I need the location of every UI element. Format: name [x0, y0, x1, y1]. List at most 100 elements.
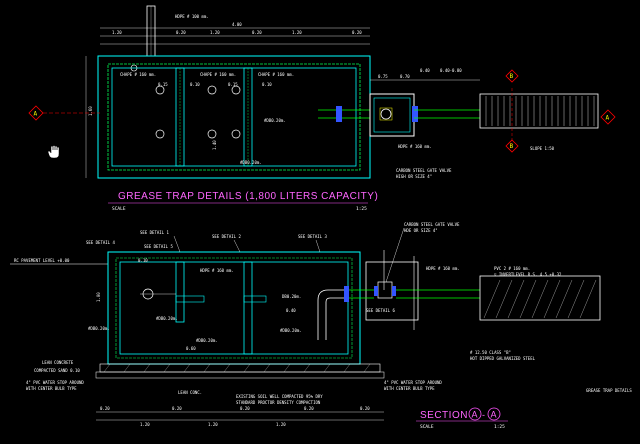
section-proctor: STANDARD PROCTOR DENSITY COMPACTION: [236, 400, 321, 405]
section-drain-hatch: [483, 279, 597, 319]
section-invert: ▽ INVERTLEVEL R.S. 4.5 +0.32: [494, 272, 562, 277]
section-title-marker-a1: A: [468, 407, 482, 421]
section-valve-chamber: [365, 261, 419, 321]
section-dim-bottom-2: 0.20: [240, 406, 250, 411]
section-title: SECTION: [420, 410, 468, 421]
section-tank-outer: [107, 251, 361, 365]
plan-right-dim-3: 0.40-0.80: [440, 68, 462, 73]
section-outlet-elbow: [317, 289, 348, 340]
plan-tank-inner-wall: [111, 67, 357, 167]
section-val-d: 1.00: [96, 292, 101, 302]
plan-pipe-circle: [155, 129, 165, 139]
section-marker-b-top[interactable]: B: [505, 69, 519, 83]
plan-pipe-circle: [130, 64, 138, 72]
plan-lvl-c: 0.15: [228, 82, 238, 87]
section-val-a: 0.10: [138, 258, 148, 263]
section-detail-5: SEE DETAIL 5: [144, 244, 173, 249]
section-baffle-1: [175, 261, 185, 323]
svg-text:A: A: [606, 115, 610, 122]
plan-tank-rebar: [107, 63, 361, 171]
section-title-marker-a2: A: [487, 407, 501, 421]
section-detail-2: SEE DETAIL 2: [212, 234, 241, 239]
section-dim-b2-0: 1.20: [140, 422, 150, 427]
section-galvanized: HOT DIPPED GALVANIZED STEEL: [470, 356, 536, 361]
section-rc-pavement: RC PAVEMENT LEVEL +0.00: [14, 258, 70, 263]
section-pvc-waterstop-a: 4" PVC WATER STOP AROUND: [26, 380, 84, 385]
section-lean-concrete: [99, 363, 381, 373]
section-rebar-4: #DB0.20m.: [280, 328, 302, 333]
plan-rebar-a: #DB0.20m.: [264, 118, 286, 123]
plan-height: 1.60: [88, 106, 93, 116]
section-detail-4: SEE DETAIL 4: [86, 240, 115, 245]
svg-text:B: B: [510, 143, 514, 150]
plan-lvl-a: 0.15: [158, 82, 168, 87]
section-detail-3: SEE DETAIL 3: [298, 234, 327, 239]
section-scale-value: 1:25: [494, 424, 505, 430]
plan-dim-top-2: 1.20: [210, 30, 220, 35]
plan-right-dim-0: 0.75: [378, 74, 388, 79]
plan-view: HDPE # 100 mm. 4.00 1.20 0.20 1.20 0.20 …: [28, 5, 616, 212]
section-drain-trench: [479, 275, 601, 321]
plan-pipe-circle: [207, 85, 217, 95]
plan-inner-c: CHAPE # 160 mm.: [258, 72, 294, 77]
plan-dim-top-4: 1.20: [292, 30, 302, 35]
section-compacted-sand: COMPACTED SAND 0.10: [34, 368, 80, 373]
plan-inner-b: CHAPE # 160 mm.: [200, 72, 236, 77]
section-db: DB0.20m.: [282, 294, 301, 299]
section-rebar-2: #DB0.20m.: [156, 316, 178, 321]
section-hdpe-b: HDPE # 160 mm.: [426, 266, 460, 271]
section-tank-inner: [119, 261, 349, 355]
svg-text:-: -: [482, 410, 486, 420]
section-rebar-3: #DB0.20m.: [196, 338, 218, 343]
plan-overall-width: 4.00: [232, 22, 242, 27]
section-caption-right: GREASE TRAP DETAILS: [586, 388, 632, 393]
plan-lvl-b: 0.10: [190, 82, 200, 87]
section-val-c: 0.60: [186, 346, 196, 351]
section-dim-bottom-0: 0.20: [100, 406, 110, 411]
section-baffle-2: [243, 261, 253, 355]
svg-text:A: A: [34, 111, 38, 118]
plan-dim-top-5: 0.20: [352, 30, 362, 35]
section-view: RC PAVEMENT LEVEL +0.00: [10, 222, 632, 430]
section-conc: LEAN CONC.: [178, 390, 202, 395]
plan-dim-top-3: 0.20: [252, 30, 262, 35]
gate-valve-icon: [380, 108, 392, 120]
section-existing-soil: EXISTING SOIL WELL COMPACTED 95% DRY: [236, 394, 323, 399]
gate-valve-icon: [377, 281, 393, 299]
section-marker-b-bottom[interactable]: B: [505, 139, 519, 153]
section-marker-a-left[interactable]: A: [28, 105, 44, 121]
plan-gate-valve-size: HIGH OR SIZE 4": [396, 174, 432, 179]
section-dim-bottom-1: 0.20: [172, 406, 182, 411]
section-scale-label: SCALE: [420, 424, 434, 430]
plan-gate-valve: CARBON STEEL GATE VALVE: [396, 168, 452, 173]
section-pvc-waterstop-b: 4" PVC WATER STOP AROUND: [384, 380, 442, 385]
plan-pipe-circle: [231, 85, 241, 95]
plan-scale-label: SCALE: [112, 206, 126, 212]
section-pvc-right: PVC 2 # 160 mm.: [494, 266, 530, 271]
section-marker-a-right[interactable]: A: [600, 109, 616, 125]
section-gate-valve: CARBON STEEL GATE VALVE: [404, 222, 460, 227]
plan-valve-flange: [336, 106, 342, 122]
plan-title: GREASE TRAP DETAILS (1,800 LITERS CAPACI…: [118, 191, 378, 202]
svg-text:A: A: [491, 410, 498, 420]
plan-drain-channel: [479, 93, 599, 129]
plan-hdpe-right: HDPE # 160 mm.: [398, 144, 432, 149]
svg-text:B: B: [510, 73, 514, 80]
plan-pipe-circle: [155, 85, 165, 95]
section-dim-b2-2: 1.20: [276, 422, 286, 427]
plan-right-dim-2: 0.40: [420, 68, 430, 73]
plan-valve-flange: [412, 106, 418, 122]
plan-pipe-top-label: HDPE # 100 mm.: [175, 14, 209, 19]
svg-text:A: A: [472, 410, 479, 420]
plan-inner-h: 1.40: [212, 140, 217, 150]
plan-slope: SLOPE 1:50: [530, 146, 555, 151]
section-class-b: # 12.50 CLASS "B": [470, 350, 511, 355]
hand-pan-icon: [47, 145, 60, 159]
plan-dim-top-1: 0.20: [176, 30, 186, 35]
section-dim-bottom-3: 0.20: [304, 406, 314, 411]
section-hdpe-a: HDPE # 160 mm.: [200, 268, 234, 273]
plan-dim-top-0: 1.20: [112, 30, 122, 35]
section-dim-bottom-4: 0.20: [360, 406, 370, 411]
